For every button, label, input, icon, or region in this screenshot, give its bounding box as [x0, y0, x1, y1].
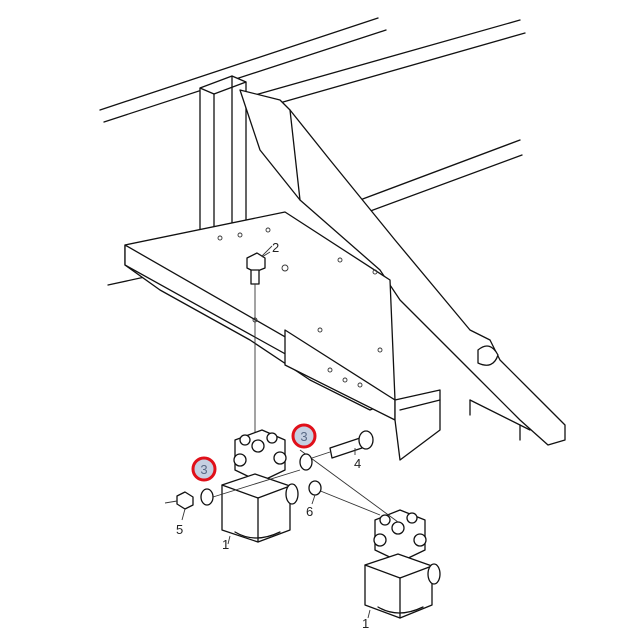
bolt-part-4 — [329, 430, 374, 459]
callout-5: 5 — [176, 522, 183, 537]
washer-part-3-left — [200, 488, 214, 506]
nut-part-5 — [176, 491, 194, 510]
bolt-holes — [217, 227, 383, 388]
callout-2: 2 — [272, 240, 279, 255]
mounting-bracket — [124, 211, 441, 461]
callout-1-rear: 1 — [362, 616, 369, 631]
o-ring-part-6 — [308, 480, 322, 496]
svg-text:3: 3 — [200, 462, 207, 477]
hardware — [164, 430, 399, 523]
bolt-part-2 — [246, 245, 273, 440]
vertical-post — [199, 75, 247, 251]
washer-part-3-right — [299, 453, 313, 471]
valve-assembly-2 — [364, 509, 441, 619]
svg-text:3: 3 — [300, 429, 307, 444]
valve-assembly-1 — [221, 429, 299, 543]
callout-4: 4 — [354, 456, 361, 471]
callout-3-highlight-left: 3 — [191, 456, 217, 482]
callout-3-highlight-right: 3 — [291, 423, 317, 449]
callout-6: 6 — [306, 504, 313, 519]
callout-1-front: 1 — [222, 537, 229, 552]
leader-lines — [181, 251, 371, 619]
